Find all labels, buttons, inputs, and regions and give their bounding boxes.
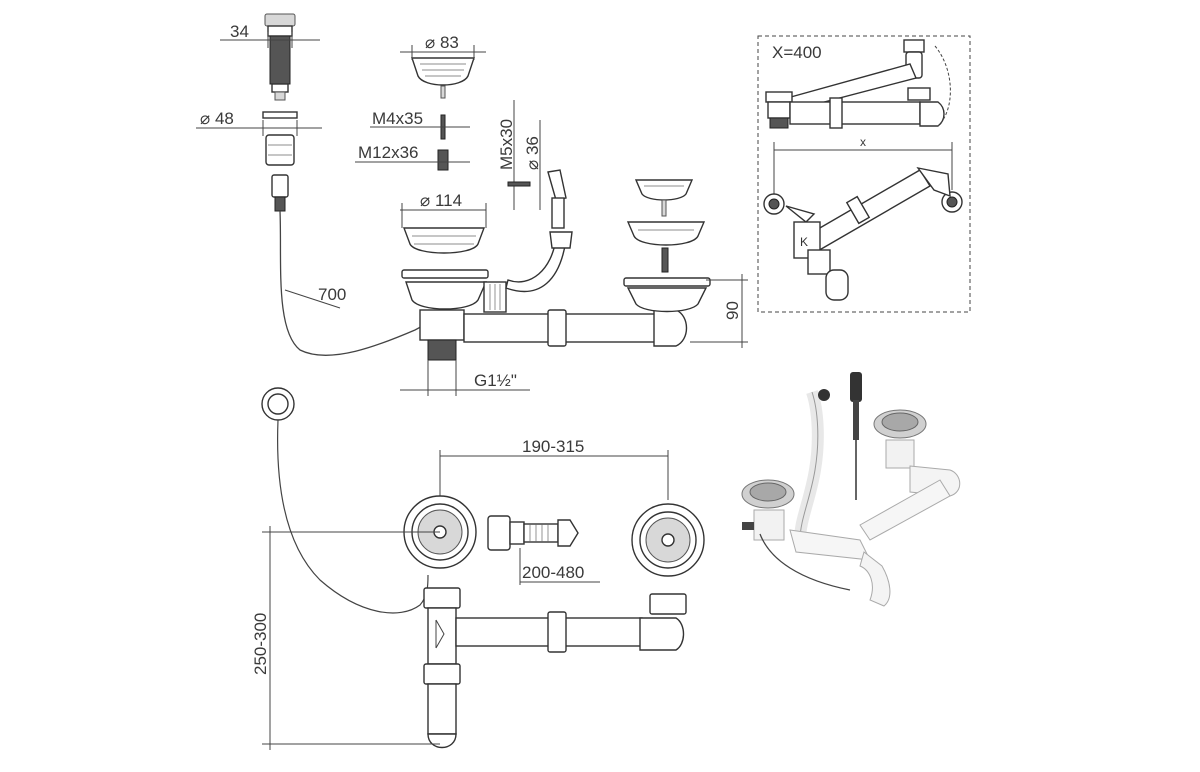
dim-700: 700 xyxy=(318,285,346,304)
dishwasher-connector-plan xyxy=(487,515,579,551)
inset-plan-view: K xyxy=(763,166,963,301)
dim-g1-half: G1½" xyxy=(474,371,517,390)
dim-34: 34 xyxy=(230,22,249,41)
dim-114-lines xyxy=(400,203,487,228)
dim-190-315-lines xyxy=(439,450,669,500)
dim-90-lines xyxy=(690,274,748,348)
overflow-knob-assembly xyxy=(262,13,433,356)
siphon-plan-body xyxy=(423,587,687,749)
dim-90: 90 xyxy=(723,301,742,320)
dim-200-480: 200-480 xyxy=(522,563,584,582)
dim-700-leader xyxy=(284,289,341,309)
dim-48-lines xyxy=(196,120,322,136)
dim-d114: ⌀ 114 xyxy=(420,191,462,210)
inset-x-equals: X=400 xyxy=(772,43,822,62)
dim-d48: ⌀ 48 xyxy=(200,109,234,128)
overflow-elbow xyxy=(507,100,567,229)
dim-200-480-lines xyxy=(519,548,600,585)
svg-text:K: K xyxy=(800,235,808,249)
dim-190-315: 190-315 xyxy=(522,437,584,456)
basket-83 xyxy=(411,57,475,99)
inset-x-label: x xyxy=(860,135,866,149)
dim-250-300: 250-300 xyxy=(251,613,270,675)
siphon-body-elevation xyxy=(401,227,688,361)
right-basket-elevation xyxy=(623,179,711,313)
dim-d36: ⌀ 36 xyxy=(523,136,542,170)
dim-m12x36: M12x36 xyxy=(358,143,418,162)
screw-m12 xyxy=(437,149,449,171)
dim-250-300-lines xyxy=(262,526,440,750)
dim-m4x35: M4x35 xyxy=(372,109,423,128)
dim-d83: ⌀ 83 xyxy=(425,33,459,52)
inset-dim-x xyxy=(773,142,953,198)
inset-top-view xyxy=(765,39,951,129)
inset-box xyxy=(757,35,971,313)
dim-g-lines xyxy=(400,360,530,396)
dim-34-lines xyxy=(220,32,320,48)
dim-83-lines xyxy=(400,45,486,60)
isometric-render xyxy=(741,372,961,607)
right-strainer-plan xyxy=(631,503,705,577)
overflow-cap-plan xyxy=(261,387,429,614)
dim-m5x30: M5x30 xyxy=(497,119,516,170)
